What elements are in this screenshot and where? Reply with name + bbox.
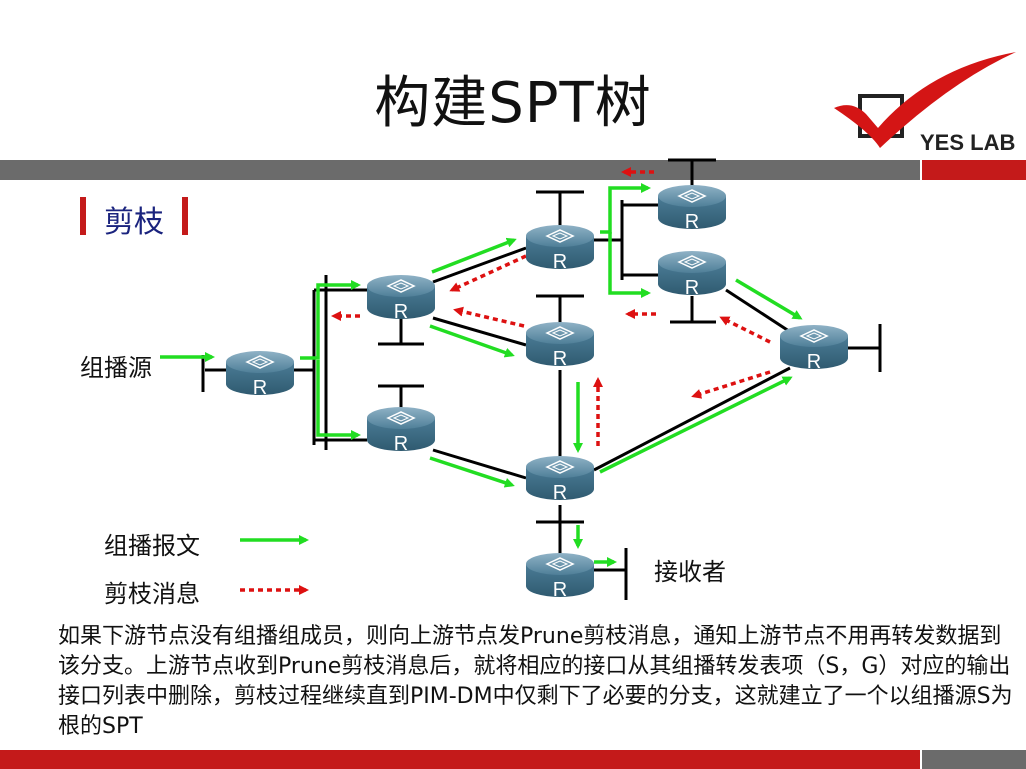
router-label: R <box>685 277 699 299</box>
router-lower-left: R <box>366 406 436 455</box>
multicast-arrow <box>600 183 651 234</box>
source-label: 组播源 <box>80 354 152 382</box>
multicast-arrow <box>429 456 515 488</box>
router-upper-right: R <box>657 184 727 233</box>
router-label: R <box>807 351 821 373</box>
multicast-arrow <box>429 324 515 358</box>
prune-arrow <box>449 254 527 292</box>
multicast-arrow <box>300 280 361 360</box>
section-label: 剪枝 <box>104 205 164 240</box>
prune-arrow <box>453 306 525 328</box>
router-source: R <box>225 350 295 399</box>
legend-multicast-label: 组播报文 <box>104 532 200 560</box>
footer-band <box>0 750 1026 769</box>
router-label: R <box>394 301 408 323</box>
prune-arrows <box>240 167 771 595</box>
router-top-center: R <box>525 224 595 273</box>
legend-prune-label: 剪枝消息 <box>104 580 200 608</box>
multicast-arrow <box>431 237 517 274</box>
multicast-arrow <box>316 360 361 440</box>
multicast-arrow <box>608 232 651 298</box>
router-label: R <box>553 251 567 273</box>
header-band <box>0 160 1026 180</box>
prune-arrow <box>719 316 771 344</box>
multicast-arrows <box>160 183 803 567</box>
router-far-right: R <box>779 324 849 373</box>
router-label: R <box>553 482 567 504</box>
yes-lab-logo <box>834 52 1016 148</box>
router-label: R <box>553 579 567 601</box>
router-label: R <box>685 211 699 233</box>
multicast-arrow <box>735 278 803 320</box>
router-upper-left: R <box>366 274 436 323</box>
multicast-arrow <box>599 376 793 474</box>
prune-arrow <box>691 370 771 399</box>
router-middle-center: R <box>525 321 595 370</box>
receiver-label: 接收者 <box>654 558 726 586</box>
router-receiver: R <box>525 552 595 601</box>
logo-text: YES LAB <box>920 130 1016 155</box>
network-links <box>201 158 882 600</box>
router-label: R <box>253 377 267 399</box>
description-paragraph: 如果下游节点没有组播组成员，则向上游节点发Prune剪枝消息，通知上游节点不用再… <box>58 624 1013 739</box>
router-label: R <box>394 433 408 455</box>
router-label: R <box>553 348 567 370</box>
logo-checkmark <box>834 52 1016 148</box>
router-mid-right: R <box>657 250 727 299</box>
slide-title: 构建SPT树 <box>374 71 652 136</box>
router-bottom-center: R <box>525 455 595 504</box>
